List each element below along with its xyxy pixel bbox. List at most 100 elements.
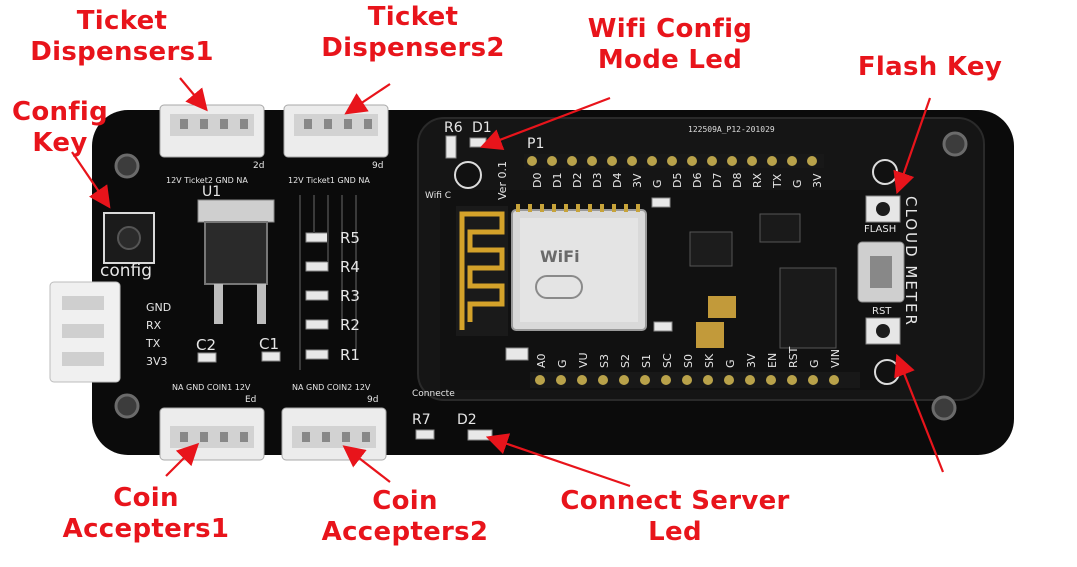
antenna-trace bbox=[456, 206, 508, 336]
flash-silk-label: FLASH bbox=[864, 224, 896, 235]
callout-line: Accepters1 bbox=[62, 514, 230, 544]
bottom-pin-label: G bbox=[808, 359, 821, 368]
r5-label: R5 bbox=[340, 229, 360, 247]
resistor-array bbox=[305, 232, 329, 360]
callout-line: Config bbox=[11, 97, 109, 127]
bottom-pin-label: VIN bbox=[829, 349, 842, 368]
top-pin-label: D4 bbox=[611, 173, 624, 188]
callout-line: Coin bbox=[113, 483, 179, 513]
cloud-meter-label: CLOUD METER bbox=[902, 196, 920, 327]
top-pin-label: D8 bbox=[731, 173, 744, 188]
bottom-pin-label: G bbox=[556, 359, 569, 368]
top-pin-label: D3 bbox=[591, 173, 604, 188]
ticket2-tag: 2d bbox=[253, 161, 264, 171]
coin1-header-silk: NA GND COIN1 12V bbox=[172, 383, 251, 392]
callout-line: Ticket bbox=[367, 2, 459, 32]
bottom-pin-label: RST bbox=[787, 346, 800, 368]
callout-line: Key bbox=[32, 128, 88, 158]
top-pin-label: G bbox=[651, 179, 664, 188]
coin2-header-silk: NA GND COIN2 12V bbox=[292, 383, 371, 392]
callout-ticket-dispensers1: Ticket Dispensers1 bbox=[22, 6, 222, 68]
bottom-pin-labels: A0 G VU S3 S2 S1 SC S0 SK G 3V EN RST G … bbox=[535, 346, 842, 368]
r1-label: R1 bbox=[340, 346, 360, 364]
micro-usb-connector bbox=[857, 241, 905, 303]
part-code-label: 122509A_P12-201029 bbox=[688, 125, 775, 134]
coin-connector-1 bbox=[159, 407, 265, 461]
callout-line: Coin bbox=[372, 486, 438, 516]
config-key-button bbox=[103, 212, 155, 264]
bottom-pin-label: EN bbox=[766, 353, 779, 368]
bottom-pin-label: A0 bbox=[535, 353, 548, 368]
arrow-flash-key bbox=[893, 97, 932, 195]
callout-line: Wifi Config bbox=[587, 14, 753, 44]
top-pin-label: 3V bbox=[631, 173, 644, 188]
callout-flash-key: Flash Key bbox=[845, 52, 1015, 83]
ticket-connector-1 bbox=[159, 104, 265, 158]
uart-pin-3v3: 3V3 bbox=[146, 355, 168, 368]
rst-silk-label: RST bbox=[872, 306, 892, 317]
arrow-ticket2 bbox=[344, 83, 391, 115]
d2-label: D2 bbox=[457, 412, 477, 428]
top-pin-labels: D0 D1 D2 D3 D4 3V G D5 D6 D7 D8 RX TX G … bbox=[531, 172, 824, 189]
esp12f-module bbox=[511, 204, 647, 331]
p1-label: P1 bbox=[527, 136, 544, 152]
bottom-pin-label: S1 bbox=[640, 354, 653, 368]
ticket2-header-silk: 12V Ticket2 GND NA bbox=[166, 176, 248, 185]
uart-pin-gnd: GND bbox=[146, 301, 171, 314]
ticket1-header-silk: 12V Ticket1 GND NA bbox=[288, 176, 370, 185]
top-pin-label: D2 bbox=[571, 173, 584, 188]
top-pin-label: D7 bbox=[711, 173, 724, 188]
module-text: WiFi bbox=[540, 247, 580, 266]
wifi-silk-label: Wifi C bbox=[425, 191, 451, 201]
callout-wifi-config-led: Wifi Config Mode Led bbox=[572, 14, 768, 76]
smd-components bbox=[505, 197, 837, 361]
callout-line: Accepters2 bbox=[321, 517, 489, 547]
coin-connector-2 bbox=[281, 407, 387, 461]
r7-label: R7 bbox=[412, 412, 431, 428]
rst-button bbox=[865, 317, 901, 345]
callout-connect-server-led: Connect Server Led bbox=[544, 486, 806, 548]
version-label: Ver 0.1 bbox=[496, 161, 509, 200]
flash-key-button bbox=[865, 195, 901, 223]
top-pin-label: 3V bbox=[811, 173, 824, 188]
arrow-ticket1 bbox=[179, 77, 208, 112]
arrow-wifi-led bbox=[479, 96, 611, 151]
callout-arrows bbox=[71, 77, 945, 488]
bottom-pin-header bbox=[530, 372, 860, 388]
voltage-regulator-u1 bbox=[197, 199, 275, 324]
connect-silk-label: Connecte bbox=[412, 389, 455, 399]
c2-label: C2 bbox=[196, 336, 216, 354]
arrow-coin2 bbox=[342, 445, 391, 483]
u1-label: U1 bbox=[202, 184, 221, 200]
ticket-connector-2 bbox=[283, 104, 389, 158]
uart-pin-rx: RX bbox=[146, 319, 162, 332]
mounting-holes bbox=[114, 131, 968, 421]
bottom-pin-label: G bbox=[724, 359, 737, 368]
bottom-pin-label: VU bbox=[577, 352, 590, 368]
arrow-config-key bbox=[71, 151, 111, 209]
callout-line: Dispensers2 bbox=[321, 33, 505, 63]
arrow-rst bbox=[894, 353, 945, 473]
callout-line: Mode Led bbox=[597, 45, 743, 75]
callout-line: Flash Key bbox=[857, 52, 1003, 82]
r6-label: R6 bbox=[444, 120, 463, 136]
config-silk-label: config bbox=[100, 261, 152, 281]
arrow-server-led bbox=[485, 433, 631, 488]
callout-line: Connect Server bbox=[560, 486, 790, 516]
coin1-tag: Ed bbox=[245, 395, 256, 405]
bottom-pin-label: S0 bbox=[682, 354, 695, 368]
callout-coin-accepters2: Coin Accepters2 bbox=[310, 486, 500, 548]
arrow-coin1 bbox=[165, 442, 200, 477]
top-pin-label: D6 bbox=[691, 173, 704, 188]
top-pin-label: D0 bbox=[531, 173, 544, 188]
bottom-pin-label: SK bbox=[703, 353, 716, 368]
r3-label: R3 bbox=[340, 287, 360, 305]
callout-ticket-dispensers2: Ticket Dispensers2 bbox=[313, 2, 513, 64]
r2-label: R2 bbox=[340, 316, 360, 334]
pcb-traces bbox=[299, 195, 357, 370]
ticket1-tag: 9d bbox=[372, 161, 383, 171]
d1-label: D1 bbox=[472, 120, 492, 136]
bottom-pin-label: SC bbox=[661, 353, 674, 368]
bottom-pin-label: S3 bbox=[598, 354, 611, 368]
